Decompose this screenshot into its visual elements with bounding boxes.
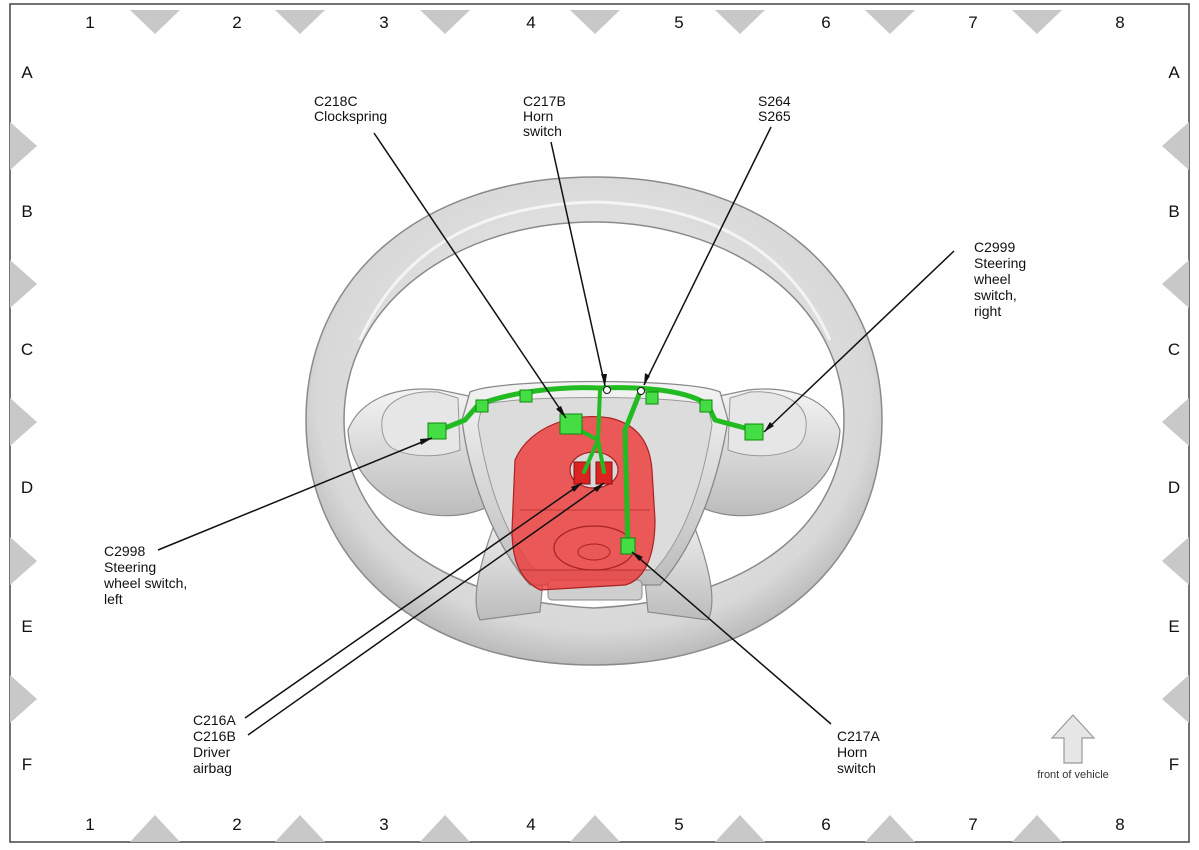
col-label: 8 [1115, 13, 1124, 32]
col-label: 6 [821, 815, 830, 834]
callout-c2999: C2999 Steering wheel switch, right [973, 239, 1026, 319]
callout-line: Horn [523, 108, 553, 124]
col-label: 4 [526, 13, 535, 32]
callout-line: switch, [974, 287, 1017, 303]
col-label: 3 [379, 815, 388, 834]
column-labels-top: 1 2 3 4 5 6 7 8 [85, 13, 1124, 32]
callout-line: C2998 [104, 543, 145, 559]
callout-line: right [974, 303, 1001, 319]
col-label: 3 [379, 13, 388, 32]
connector-c218c [559, 413, 583, 435]
callout-line: C218C [314, 93, 358, 109]
col-label: 1 [85, 815, 94, 834]
row-label: F [1169, 755, 1179, 774]
connector-c2998 [427, 422, 447, 440]
row-label: C [1168, 340, 1180, 359]
up-arrow-icon [1050, 714, 1096, 764]
callout-line: Horn [837, 744, 867, 760]
col-label: 6 [821, 13, 830, 32]
callout-s264-s265: S264 S265 [758, 93, 791, 124]
row-labels-left: A B C D E F [21, 63, 33, 774]
grid-markers [10, 10, 1189, 842]
front-of-vehicle-indicator: front of vehicle [1037, 714, 1109, 781]
col-label: 8 [1115, 815, 1124, 834]
callout-line: Clockspring [314, 108, 387, 124]
callout-line: airbag [193, 760, 232, 776]
callout-line: S265 [758, 108, 791, 124]
connector-c217a [620, 537, 636, 555]
steering-wheel-rim [305, 176, 883, 666]
callout-line: S264 [758, 93, 791, 109]
col-label: 2 [232, 815, 241, 834]
callout-line: left [104, 591, 123, 607]
callout-line: wheel [973, 271, 1011, 287]
callout-line: switch [523, 123, 562, 139]
harness-connectors [427, 389, 764, 555]
connector-c2999 [744, 423, 764, 441]
col-label: 7 [968, 815, 977, 834]
callout-line: C217B [523, 93, 566, 109]
col-label: 7 [968, 13, 977, 32]
callout-c2998: C2998 Steering wheel switch, left [103, 543, 187, 607]
row-label: E [1168, 617, 1179, 636]
col-label: 5 [674, 815, 683, 834]
row-label: D [1168, 478, 1180, 497]
column-labels-bottom: 1 2 3 4 5 6 7 8 [85, 815, 1124, 834]
col-label: 1 [85, 13, 94, 32]
wiring-harness [437, 385, 763, 551]
splice-s264 [637, 387, 645, 395]
row-label: A [21, 63, 33, 82]
col-label: 5 [674, 13, 683, 32]
leader-lines [157, 126, 955, 736]
callout-line: wheel switch, [103, 575, 187, 591]
callout-c217a: C217A Horn switch [837, 728, 880, 776]
callout-c218c: C218C Clockspring [314, 93, 387, 124]
callout-line: Steering [104, 559, 156, 575]
row-label: C [21, 340, 33, 359]
row-label: F [22, 755, 32, 774]
callout-line: C216A [193, 712, 236, 728]
front-of-vehicle-label: front of vehicle [1037, 769, 1109, 781]
col-label: 4 [526, 815, 535, 834]
row-labels-right: A B C D E F [1168, 63, 1180, 774]
callout-c216: C216A C216B Driver airbag [193, 712, 236, 776]
connector-c217b [603, 386, 611, 394]
clockspring [511, 416, 656, 591]
row-label: E [21, 617, 32, 636]
row-label: B [21, 202, 32, 221]
row-label: B [1168, 202, 1179, 221]
col-label: 2 [232, 13, 241, 32]
callout-line: Driver [193, 744, 231, 760]
callout-line: Steering [974, 255, 1026, 271]
lower-spoke [475, 508, 546, 621]
leader-arrowheads [420, 373, 774, 561]
callout-c217b: C217B Horn switch [523, 93, 566, 139]
row-label: A [1168, 63, 1180, 82]
row-label: D [21, 478, 33, 497]
callout-line: C217A [837, 728, 880, 744]
callout-line: C216B [193, 728, 236, 744]
callout-line: switch [837, 760, 876, 776]
callout-line: C2999 [974, 239, 1015, 255]
